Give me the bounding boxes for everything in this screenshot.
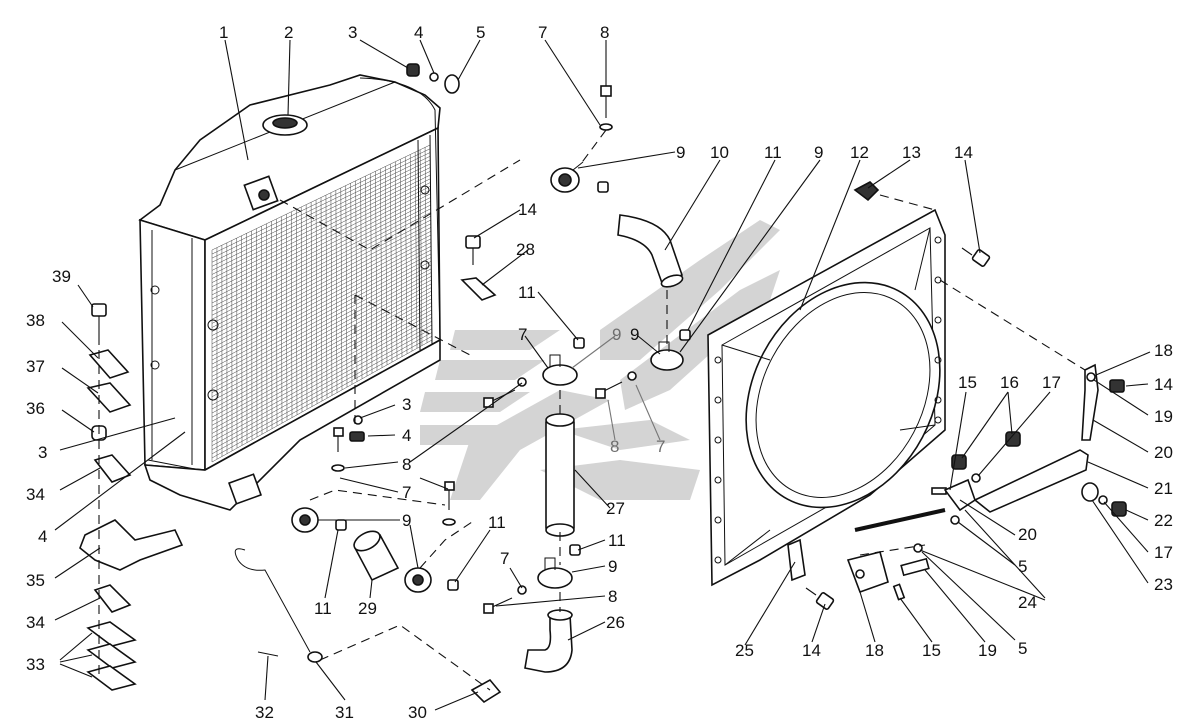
- callout-38: 38: [26, 311, 45, 330]
- callout-35: 35: [26, 571, 45, 590]
- callout-8: 8: [402, 455, 411, 474]
- callout-25: 25: [735, 641, 754, 660]
- callout-27: 27: [606, 499, 625, 518]
- callout-9: 9: [630, 325, 639, 344]
- callout-4: 4: [402, 426, 411, 445]
- callout-37: 37: [26, 357, 45, 376]
- callout-15: 15: [958, 373, 977, 392]
- callout-15: 15: [922, 641, 941, 660]
- radiator-bottom-tank: [143, 338, 441, 511]
- radiator-assembly: [138, 74, 441, 511]
- callout-8: 8: [608, 587, 617, 606]
- callout-11: 11: [764, 143, 782, 162]
- callout-13: 13: [902, 143, 921, 162]
- callout-32: 32: [255, 703, 274, 722]
- callout-14: 14: [802, 641, 821, 660]
- callout-24: 24: [1018, 593, 1037, 612]
- callout-31: 31: [335, 703, 354, 722]
- callout-4: 4: [38, 527, 47, 546]
- callout-11: 11: [518, 283, 536, 302]
- callout-9: 9: [608, 557, 617, 576]
- callout-36: 36: [26, 399, 45, 418]
- callout-7: 7: [402, 483, 411, 502]
- callout-20: 20: [1154, 443, 1173, 462]
- callout-17: 17: [1154, 543, 1173, 562]
- callout-9: 9: [612, 325, 621, 344]
- callout-7: 7: [500, 549, 509, 568]
- callout-18: 18: [1154, 341, 1173, 360]
- callout-4: 4: [414, 23, 423, 42]
- callout-33: 33: [26, 655, 45, 674]
- callout-7: 7: [538, 23, 547, 42]
- callout-17: 17: [1042, 373, 1061, 392]
- callout-21: 21: [1154, 479, 1173, 498]
- callout-7: 7: [518, 325, 527, 344]
- callout-22: 22: [1154, 511, 1173, 530]
- callout-8: 8: [600, 23, 609, 42]
- callout-19: 19: [1154, 407, 1173, 426]
- callout-5: 5: [1018, 557, 1027, 576]
- callout-5: 5: [1018, 639, 1027, 658]
- callout-labels: 1 2 3 4 5 7 8 9 10 11 9 12 13 14 14 28 1…: [26, 23, 1173, 722]
- callout-5: 5: [476, 23, 485, 42]
- assembly-dashed-lines: [279, 129, 1086, 691]
- callout-14: 14: [518, 200, 537, 219]
- leader-lines: [54, 39, 1151, 711]
- callout-23: 23: [1154, 575, 1173, 594]
- callout-9: 9: [676, 143, 685, 162]
- elbow-26: [524, 614, 573, 673]
- callout-10: 10: [710, 143, 729, 162]
- callout-3: 3: [38, 443, 47, 462]
- callout-9: 9: [814, 143, 823, 162]
- callout-12: 12: [850, 143, 869, 162]
- callout-26: 26: [606, 613, 625, 632]
- callout-18: 18: [865, 641, 884, 660]
- hoses: [353, 214, 684, 673]
- hose-10: [617, 214, 684, 285]
- callout-7: 7: [656, 437, 665, 456]
- radiator-core-mesh: [211, 144, 433, 463]
- mounting-stack: [79, 303, 184, 691]
- callout-28: 28: [516, 240, 535, 259]
- callout-16: 16: [1000, 373, 1019, 392]
- callout-3: 3: [348, 23, 357, 42]
- callout-29: 29: [358, 599, 377, 618]
- hose-clamps: [291, 161, 684, 593]
- callout-34: 34: [26, 613, 45, 632]
- callout-20: 20: [1018, 525, 1037, 544]
- callout-19: 19: [978, 641, 997, 660]
- callout-14: 14: [1154, 375, 1173, 394]
- callout-30: 30: [408, 703, 427, 722]
- radiator-frame: [139, 218, 206, 471]
- callout-14: 14: [954, 143, 973, 162]
- drain-parts: [234, 548, 502, 704]
- fan-shroud: [707, 208, 946, 587]
- callout-34: 34: [26, 485, 45, 504]
- callout-8: 8: [610, 437, 619, 456]
- overflow-tube: [359, 77, 441, 336]
- pipe-27: [545, 417, 575, 533]
- callout-11: 11: [488, 513, 506, 532]
- callout-11: 11: [314, 599, 332, 618]
- shroud-ring: [745, 281, 941, 509]
- fasteners: [331, 63, 1127, 614]
- callout-1: 1: [219, 23, 228, 42]
- callout-9: 9: [402, 511, 411, 530]
- callout-39: 39: [52, 267, 71, 286]
- callout-2: 2: [284, 23, 293, 42]
- callout-3: 3: [402, 395, 411, 414]
- callout-11: 11: [608, 531, 626, 550]
- tensioner-brackets: [943, 363, 1099, 513]
